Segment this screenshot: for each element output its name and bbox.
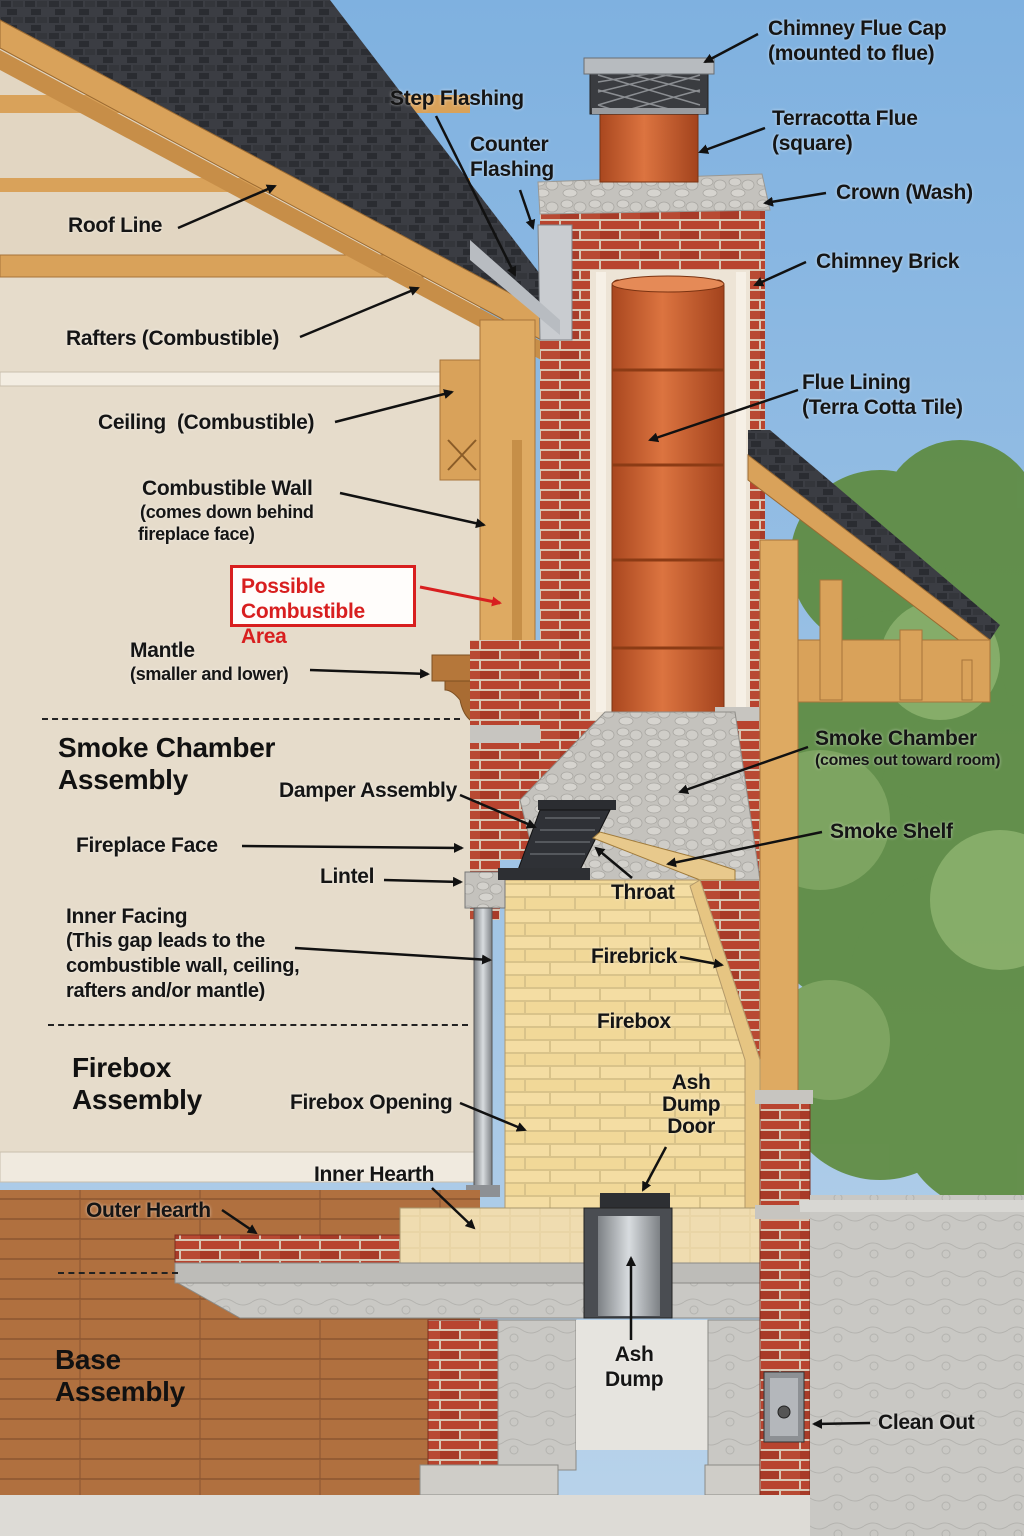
ceiling-joist [439, 359, 481, 481]
inner-hearth [399, 1207, 761, 1266]
terracotta-flue [599, 109, 699, 183]
inner-facing-gap [473, 907, 493, 1194]
label-rafters: Rafters (Combustible) [66, 327, 280, 350]
callout-arrows [177, 32, 871, 1429]
chimney-flue-cap [583, 57, 715, 115]
label-inner-facing: Inner Facing (This gap leads to the comb… [66, 905, 300, 1002]
background-trees [750, 440, 1024, 1210]
roof-shingles-right [748, 430, 1000, 640]
label-inner-hearth: Inner Hearth [314, 1163, 435, 1186]
step-flashing [470, 240, 560, 335]
label-smoke-shelf: Smoke Shelf [830, 820, 953, 843]
label-mantle: Mantle(smaller and lower) [130, 639, 289, 684]
label-roof-line: Roof Line [68, 214, 163, 237]
ash-dump-door [583, 1193, 673, 1319]
clean-out-door [763, 1371, 805, 1443]
label-firebox: Firebox [597, 1010, 671, 1033]
divider-firebox [48, 1024, 468, 1026]
label-step-flashing: Step Flashing [390, 87, 524, 110]
label-flue-lining: Flue Lining(Terra Cotta Tile) [802, 371, 963, 419]
interior-wall [0, 270, 480, 1170]
label-clean-out: Clean Out [878, 1411, 975, 1434]
label-chimney-flue-cap: Chimney Flue Cap(mounted to flue) [768, 17, 947, 65]
label-firebox-opening: Firebox Opening [290, 1091, 453, 1114]
label-terracotta-flue: Terracotta Flue(square) [772, 107, 918, 155]
label-throat: Throat [611, 881, 675, 904]
label-crown: Crown (Wash) [836, 181, 973, 204]
ash-dump-cavity [576, 1320, 708, 1450]
label-outer-hearth: Outer Hearth [86, 1199, 211, 1222]
label-combustible-wall: Combustible Wall (comes down behind fire… [138, 477, 314, 544]
base-right-brick [759, 1094, 811, 1536]
divider-base [58, 1272, 178, 1274]
label-ash-dump-door: Ash Dump Door [662, 1071, 721, 1138]
divider-smoke-chamber [42, 718, 460, 720]
label-smoke-chamber: Smoke Chamber (comes out toward room) [815, 727, 1001, 769]
outer-hearth [174, 1234, 411, 1264]
exterior-foundation [810, 1195, 1024, 1536]
label-firebrick: Firebrick [591, 945, 678, 968]
label-damper-assembly: Damper Assembly [279, 779, 457, 802]
base-left-brick [427, 1319, 499, 1471]
possible-combustible-arrow [419, 585, 502, 607]
label-lintel: Lintel [320, 865, 375, 888]
label-ceiling: Ceiling (Combustible) [98, 411, 315, 434]
hearth-slab [174, 1262, 776, 1284]
label-fireplace-face: Fireplace Face [76, 834, 218, 857]
label-chimney-brick: Chimney Brick [816, 250, 960, 273]
flue-lining-tiles [611, 275, 725, 721]
